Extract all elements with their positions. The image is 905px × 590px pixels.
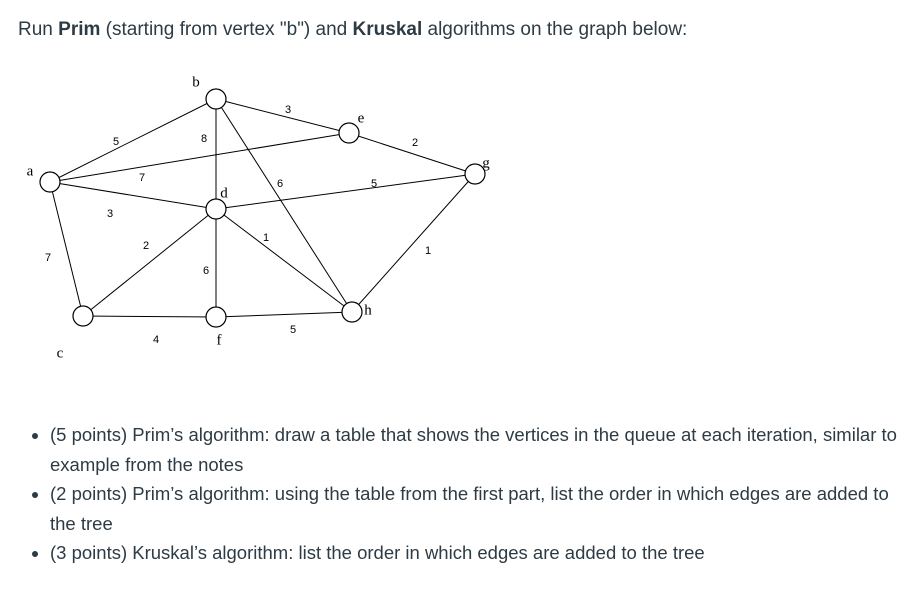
vertex-c [72,305,94,327]
vertex-label-b: b [192,74,200,90]
question-end: algorithms on the graph below: [422,19,688,40]
edge-weight-a-c: 7 [45,252,51,264]
kruskal-word: Kruskal [352,19,423,40]
edge-h-g [351,173,476,313]
vertex-label-f: f [217,332,222,348]
vertex-h [341,301,363,323]
vertex-e [338,122,360,144]
task-item-prim-table: (5 points) Prim’s algorithm: draw a tabl… [50,420,905,479]
edge-weight-b-h: 6 [277,178,283,190]
edge-b-h [215,98,353,313]
edge-weight-d-c: 2 [143,240,149,252]
edge-a-b [49,98,217,183]
vertex-label-h: h [364,302,372,318]
edge-a-e [49,132,350,183]
vertex-label-g: g [482,155,490,171]
edge-weight-b-e: 3 [285,104,291,116]
prim-word: Prim [58,19,101,40]
vertex-f [205,306,227,328]
edge-weight-d-f: 6 [203,265,209,277]
edge-weight-f-h: 5 [290,324,296,336]
edge-weight-a-b: 5 [113,136,119,148]
graph-vertex-labels: a b c d e f g h [27,74,491,361]
question-intro: Run [18,19,59,40]
edge-a-c [49,181,84,317]
vertex-d [205,198,227,220]
edge-d-h [215,208,353,313]
edge-weight-b-d: 8 [201,133,207,145]
vertex-label-e: e [358,110,365,126]
edge-f-h [215,311,353,318]
edge-e-g [348,132,476,175]
task-item-kruskal-order: (3 points) Kruskal’s algorithm: list the… [50,538,905,568]
question-text: Run Prim (starting from vertex "b") and … [18,16,687,44]
graph-edge-weights: 5 7 3 7 8 3 6 2 5 2 6 1 4 5 1 [45,104,431,346]
question-middle: (starting from vertex "b") and [100,19,353,40]
edge-weight-e-g: 2 [412,137,418,149]
task-item-prim-order: (2 points) Prim’s algorithm: using the t… [50,479,905,538]
edge-weight-d-g: 5 [371,178,377,190]
vertex-label-d: d [220,185,228,201]
graph-vertices [39,88,486,328]
edge-weight-c-f: 4 [153,334,159,346]
vertex-g [464,163,486,185]
vertex-label-c: c [57,345,64,361]
edge-weight-a-e: 7 [139,172,145,184]
edge-weight-d-h: 1 [263,232,269,244]
vertex-a [39,171,61,193]
edge-d-g [215,173,476,210]
vertex-label-a: a [27,163,34,179]
vertex-b [205,88,227,110]
edge-b-e [215,98,350,134]
task-list: (5 points) Prim’s algorithm: draw a tabl… [28,420,905,568]
edge-weight-h-g: 1 [425,245,431,257]
edge-weight-a-d: 3 [107,208,113,220]
edge-c-f [82,315,217,318]
graph-edges [49,98,476,318]
edge-a-d [49,181,217,210]
edge-d-c [82,208,217,317]
